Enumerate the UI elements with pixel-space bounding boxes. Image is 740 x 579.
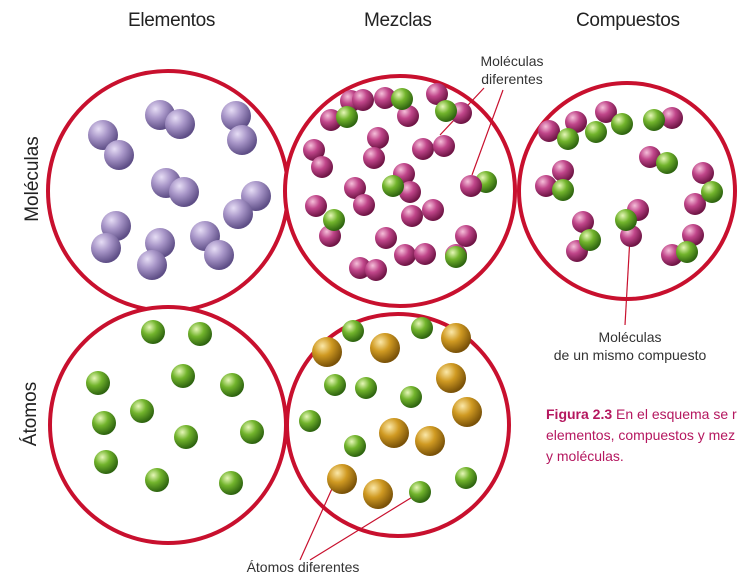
green-atom — [141, 320, 165, 344]
green-atom — [130, 399, 154, 423]
green-atom — [336, 106, 358, 128]
green-atom — [145, 468, 169, 492]
green-atom — [656, 152, 678, 174]
magenta-atom — [538, 120, 560, 142]
caption-line: y moléculas. — [546, 446, 740, 467]
gold-atom — [452, 397, 482, 427]
gold-atom — [312, 337, 342, 367]
column-header-mezclas: Mezclas — [364, 10, 432, 32]
green-atom — [219, 471, 243, 495]
green-atom — [409, 481, 431, 503]
green-atom — [355, 377, 377, 399]
green-atom — [171, 364, 195, 388]
figure-caption: Figura 2.3 En el esquema se r elementos,… — [546, 404, 740, 467]
green-atom — [676, 241, 698, 263]
green-atom — [323, 209, 345, 231]
caption-line: elementos, compuestos y mez — [546, 425, 740, 446]
magenta-atom — [692, 162, 714, 184]
green-atom — [188, 322, 212, 346]
annotation-atomos-diferentes: Átomos diferentes — [228, 558, 378, 576]
green-atom — [240, 420, 264, 444]
green-atom — [299, 410, 321, 432]
magenta-atom — [414, 243, 436, 265]
magenta-atom — [375, 227, 397, 249]
magenta-atom — [305, 195, 327, 217]
column-header-compuestos: Compuestos — [576, 10, 680, 32]
green-atom — [585, 121, 607, 143]
magenta-atom — [363, 147, 385, 169]
green-atom — [86, 371, 110, 395]
element-atom — [165, 109, 195, 139]
green-atom — [382, 175, 404, 197]
green-atom — [579, 229, 601, 251]
annotation-line: de un mismo compuesto — [540, 346, 720, 364]
green-atom — [445, 246, 467, 268]
element-atom — [169, 177, 199, 207]
green-atom — [411, 317, 433, 339]
green-atom — [557, 128, 579, 150]
magenta-atom — [353, 194, 375, 216]
green-atom — [174, 425, 198, 449]
green-atom — [552, 179, 574, 201]
magenta-atom — [460, 175, 482, 197]
annotation-moleculas-mismo-compuesto: Moléculas de un mismo compuesto — [540, 328, 720, 364]
row-label-atomos: Átomos — [20, 374, 42, 454]
caption-label: Figura 2.3 — [546, 406, 612, 422]
green-atom — [324, 374, 346, 396]
green-atom — [435, 100, 457, 122]
green-atom — [342, 320, 364, 342]
magenta-atom — [552, 160, 574, 182]
magenta-atom — [412, 138, 434, 160]
magenta-atom — [367, 127, 389, 149]
gold-atom — [436, 363, 466, 393]
magenta-atom — [394, 244, 416, 266]
element-atom — [104, 140, 134, 170]
green-atom — [615, 209, 637, 231]
magenta-atom — [311, 156, 333, 178]
green-atom — [92, 411, 116, 435]
magenta-atom — [352, 89, 374, 111]
green-atom — [611, 113, 633, 135]
green-atom — [391, 88, 413, 110]
magenta-atom — [433, 135, 455, 157]
column-header-elementos: Elementos — [128, 10, 215, 32]
gold-atom — [370, 333, 400, 363]
green-atom — [220, 373, 244, 397]
green-atom — [400, 386, 422, 408]
annotation-line: Moléculas — [540, 328, 720, 346]
element-atom — [204, 240, 234, 270]
element-atom — [227, 125, 257, 155]
green-atom — [701, 181, 723, 203]
green-atom — [344, 435, 366, 457]
element-atom — [223, 199, 253, 229]
gold-atom — [327, 464, 357, 494]
row-label-moleculas: Moléculas — [22, 134, 44, 224]
green-atom — [643, 109, 665, 131]
gold-atom — [379, 418, 409, 448]
gold-atom — [415, 426, 445, 456]
annotation-moleculas-diferentes: Moléculas diferentes — [462, 52, 562, 88]
element-atom — [137, 250, 167, 280]
green-atom — [94, 450, 118, 474]
annotation-line: Moléculas — [462, 52, 562, 70]
element-atom — [91, 233, 121, 263]
gold-atom — [363, 479, 393, 509]
magenta-atom — [455, 225, 477, 247]
magenta-atom — [401, 205, 423, 227]
gold-atom — [441, 323, 471, 353]
magenta-atom — [422, 199, 444, 221]
green-atom — [455, 467, 477, 489]
magenta-atom — [365, 259, 387, 281]
annotation-line: diferentes — [462, 70, 562, 88]
caption-line: En el esquema se r — [616, 406, 737, 422]
